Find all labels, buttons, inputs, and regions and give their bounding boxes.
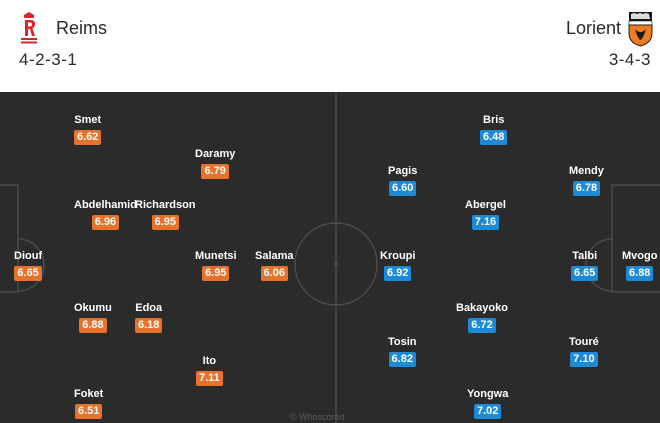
player-pagis[interactable]: Pagis 6.60 xyxy=(388,165,417,196)
home-formation: 4-2-3-1 xyxy=(19,50,78,69)
player-rating: 7.02 xyxy=(473,404,502,419)
player-name: Okumu xyxy=(74,302,112,314)
watermark-text: © Whoscored xyxy=(290,412,345,422)
player-diouf[interactable]: Diouf 6.65 xyxy=(14,250,42,281)
player-name: Tosin xyxy=(388,336,417,348)
player-rating: 7.10 xyxy=(570,352,598,367)
player-foket[interactable]: Foket 6.51 xyxy=(74,388,103,419)
player-name: Mvogo xyxy=(622,250,658,262)
player-rating: 6.96 xyxy=(91,215,120,230)
player-rating: 6.92 xyxy=(384,266,412,281)
player-name: Ito xyxy=(202,355,217,367)
player-name: Talbi xyxy=(572,250,598,262)
player-rating: 7.16 xyxy=(471,215,500,230)
player-rating: 6.78 xyxy=(572,181,601,196)
player-name: Bris xyxy=(483,114,505,126)
player-bakayoko[interactable]: Bakayoko 6.72 xyxy=(456,302,508,333)
match-header: Reims 4-2-3-1 Lorient 3-4-3 xyxy=(0,0,660,92)
player-name: Munetsi xyxy=(195,250,237,262)
player-daramy[interactable]: Daramy 6.79 xyxy=(195,148,235,179)
player-smet[interactable]: Smet 6.62 xyxy=(74,114,102,145)
away-formation: 3-4-3 xyxy=(608,50,651,69)
player-yongwa[interactable]: Yongwa 7.02 xyxy=(467,388,508,419)
player-okumu[interactable]: Okumu 6.88 xyxy=(74,302,112,333)
player-rating: 6.82 xyxy=(388,352,416,367)
away-team-name: Lorient xyxy=(565,18,621,38)
player-mendy[interactable]: Mendy 6.78 xyxy=(569,165,604,196)
player-name: Yongwa xyxy=(467,388,509,400)
player-toure[interactable]: Touré 7.10 xyxy=(569,336,599,367)
reims-crest-icon xyxy=(17,12,41,46)
player-rating: 6.65 xyxy=(14,266,42,281)
pitch-lines xyxy=(0,92,660,423)
player-rating: 6.95 xyxy=(202,266,230,281)
player-talbi[interactable]: Talbi 6.65 xyxy=(571,250,599,281)
player-rating: 6.95 xyxy=(151,215,179,230)
player-rating: 6.72 xyxy=(468,318,496,333)
player-richardson[interactable]: Richardson 6.95 xyxy=(135,199,196,230)
player-name: Abdelhamid xyxy=(74,199,137,211)
player-name: Richardson xyxy=(135,199,196,211)
lorient-crest-icon xyxy=(628,11,653,47)
player-bris[interactable]: Bris 6.48 xyxy=(480,114,508,145)
player-name: Diouf xyxy=(14,250,43,262)
player-rating: 6.79 xyxy=(201,164,229,179)
player-name: Kroupi xyxy=(380,250,416,262)
player-name: Daramy xyxy=(195,148,236,160)
player-name: Salama xyxy=(255,250,294,262)
player-rating: 7.11 xyxy=(196,371,223,386)
player-kroupi[interactable]: Kroupi 6.92 xyxy=(380,250,415,281)
player-name: Bakayoko xyxy=(456,302,508,314)
player-rating: 6.60 xyxy=(388,181,417,196)
player-rating: 6.18 xyxy=(135,318,163,333)
player-edoa[interactable]: Edoa 6.18 xyxy=(135,302,163,333)
player-rating: 6.51 xyxy=(74,404,103,419)
player-tosin[interactable]: Tosin 6.82 xyxy=(388,336,417,367)
player-rating: 6.65 xyxy=(571,266,599,281)
player-name: Pagis xyxy=(388,165,418,177)
player-name: Mendy xyxy=(569,165,604,177)
player-rating: 6.06 xyxy=(260,266,288,281)
player-name: Foket xyxy=(74,388,104,400)
player-rating: 6.88 xyxy=(79,318,107,333)
player-rating: 6.88 xyxy=(626,266,654,281)
player-name: Abergel xyxy=(465,199,506,211)
player-name: Smet xyxy=(74,114,102,126)
player-rating: 6.48 xyxy=(480,130,508,145)
player-name: Edoa xyxy=(135,302,163,314)
player-abdelhamid[interactable]: Abdelhamid 6.96 xyxy=(74,199,137,230)
player-salama[interactable]: Salama 6.06 xyxy=(255,250,294,281)
home-team-name: Reims xyxy=(56,18,108,38)
player-mvogo[interactable]: Mvogo 6.88 xyxy=(622,250,657,281)
player-ito[interactable]: Ito 7.11 xyxy=(196,355,223,386)
player-munetsi[interactable]: Munetsi 6.95 xyxy=(195,250,237,281)
player-abergel[interactable]: Abergel 7.16 xyxy=(465,199,506,230)
player-name: Touré xyxy=(569,336,599,348)
player-rating: 6.62 xyxy=(74,130,102,145)
pitch: Smet 6.62 Daramy 6.79 Abdelhamid 6.96 Ri… xyxy=(0,92,660,423)
